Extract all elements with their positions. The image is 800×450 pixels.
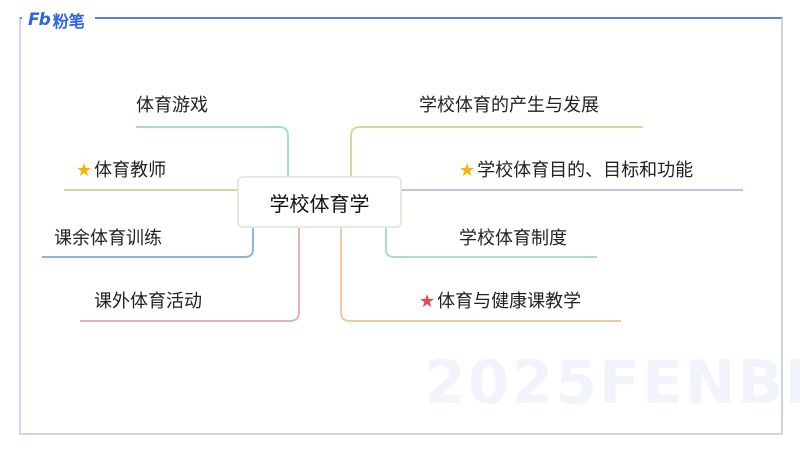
node-right-4[interactable]: ★体育与健康课教学 bbox=[419, 291, 581, 313]
node-left-1-label: 体育游戏 bbox=[136, 95, 208, 116]
watermark: 2025FENBI bbox=[424, 348, 800, 418]
node-right-4-label: 体育与健康课教学 bbox=[437, 291, 582, 312]
brand-logo-mark: Fb bbox=[28, 10, 51, 30]
star-icon: ★ bbox=[419, 291, 436, 312]
connector-right-3 bbox=[385, 228, 597, 258]
brand-name: 粉笔 bbox=[52, 12, 85, 31]
node-right-2-label: 学校体育目的、目标和功能 bbox=[477, 160, 694, 181]
node-left-3[interactable]: 课余体育训练 bbox=[54, 228, 162, 250]
node-right-1-label: 学校体育的产生与发展 bbox=[419, 95, 599, 116]
brand-logo: Fb 粉笔 bbox=[22, 8, 95, 32]
node-left-2[interactable]: ★体育教师 bbox=[76, 160, 166, 182]
star-icon: ★ bbox=[459, 160, 476, 181]
slide-frame bbox=[19, 17, 783, 435]
node-left-2-label: 体育教师 bbox=[94, 160, 167, 181]
node-right-3[interactable]: 学校体育制度 bbox=[459, 228, 567, 250]
connector-right-1 bbox=[350, 126, 643, 178]
node-left-4-label: 课外体育活动 bbox=[94, 291, 202, 312]
node-left-4[interactable]: 课外体育活动 bbox=[94, 291, 202, 313]
center-topic[interactable]: 学校体育学 bbox=[237, 176, 402, 228]
connector-left-4 bbox=[80, 228, 300, 322]
node-right-3-label: 学校体育制度 bbox=[459, 228, 567, 249]
center-topic-label: 学校体育学 bbox=[269, 191, 370, 216]
star-icon: ★ bbox=[76, 160, 93, 181]
connector-left-1 bbox=[136, 126, 289, 178]
node-right-1[interactable]: 学校体育的产生与发展 bbox=[419, 95, 599, 117]
node-right-2[interactable]: ★学校体育目的、目标和功能 bbox=[459, 160, 693, 182]
node-left-3-label: 课余体育训练 bbox=[54, 228, 162, 249]
node-left-1[interactable]: 体育游戏 bbox=[136, 95, 208, 117]
connector-left-3 bbox=[42, 228, 254, 258]
connector-right-4 bbox=[340, 228, 621, 322]
